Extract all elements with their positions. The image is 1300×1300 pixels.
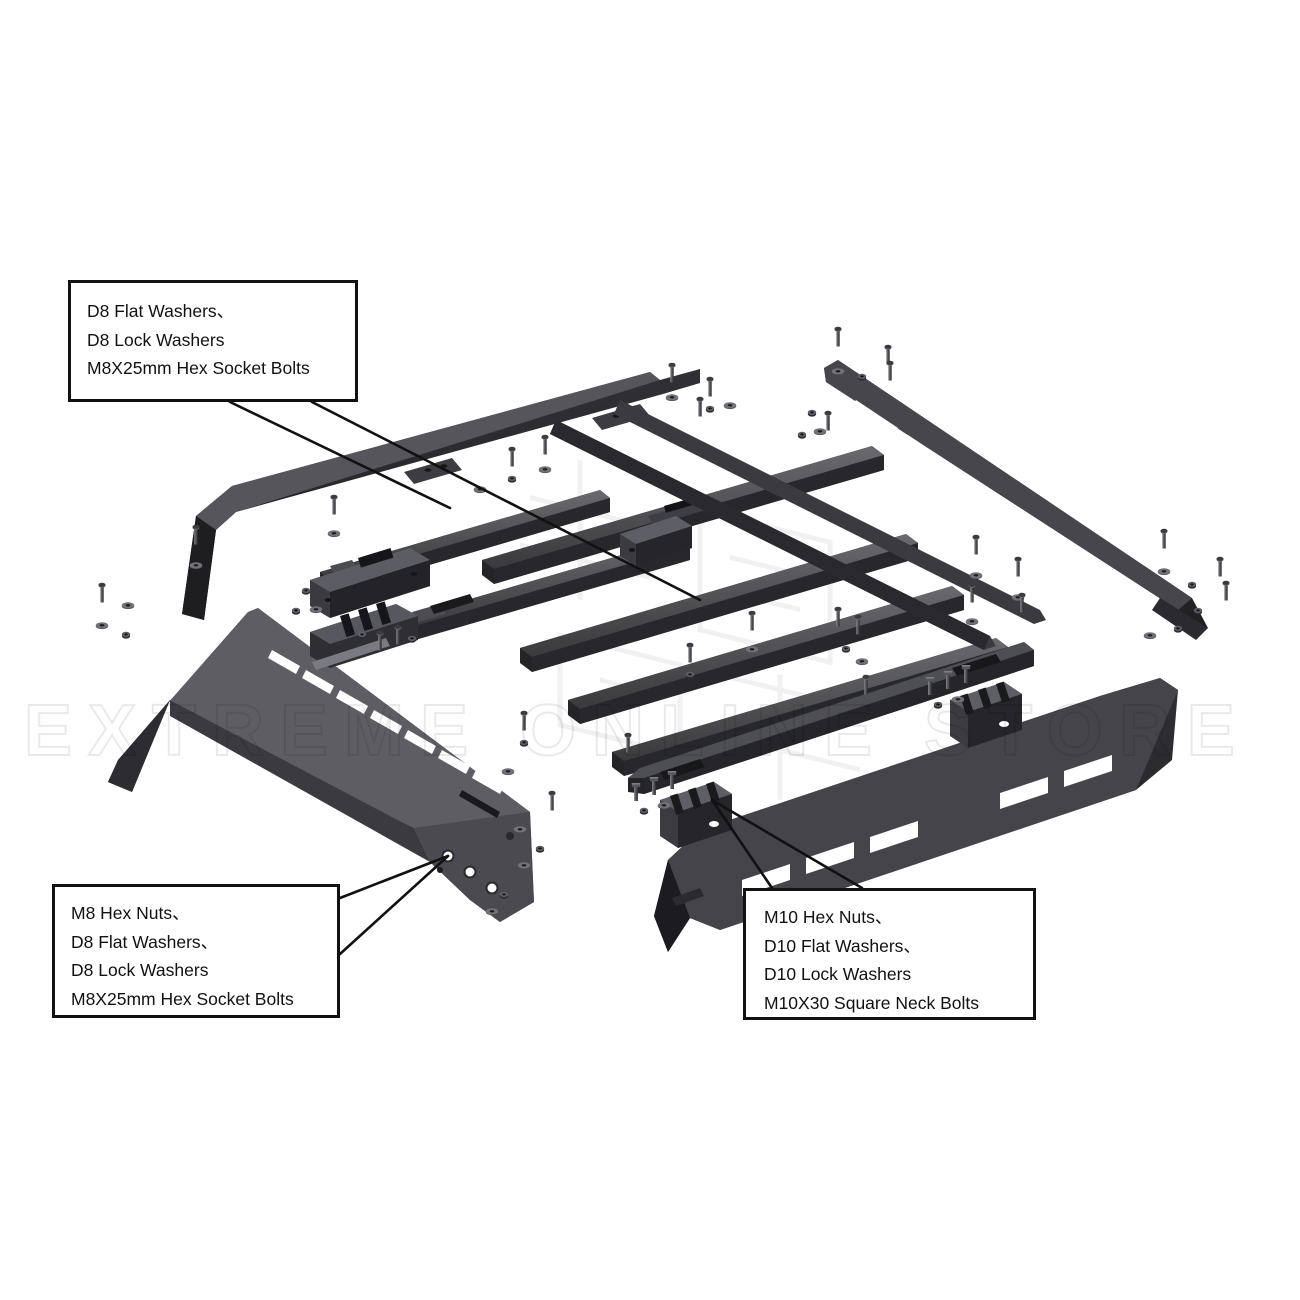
right-side-panel bbox=[654, 678, 1178, 952]
callout-line: D8 Flat Washers、 bbox=[87, 301, 235, 321]
leader-lines bbox=[228, 400, 864, 956]
left-side-panel bbox=[108, 608, 534, 922]
callout-line: D10 Flat Washers、 bbox=[764, 935, 921, 956]
callout-line: M8X25mm Hex Socket Bolts bbox=[87, 358, 310, 379]
longitudinal-rail bbox=[550, 420, 996, 650]
crossbar bbox=[568, 586, 964, 724]
m8-hardware-callout: M8 Hex Nuts、 D8 Flat Washers、 D8 Lock Wa… bbox=[52, 884, 340, 1018]
callout-line: M8X25mm Hex Socket Bolts bbox=[71, 989, 294, 1010]
m10-hardware-callout: M10 Hex Nuts、 D10 Flat Washers、 D10 Lock… bbox=[743, 888, 1036, 1020]
bed-mount-bracket bbox=[660, 681, 1022, 848]
right-upper-rail bbox=[824, 360, 1208, 640]
d8-hardware-callout: D8 Flat Washers、 D8 Lock Washers M8X25mm… bbox=[68, 280, 358, 402]
callout-line: D10 Lock Washers bbox=[764, 964, 912, 985]
crossbar bbox=[398, 538, 690, 642]
callout-line: D8 Flat Washers、 bbox=[71, 931, 219, 952]
callout-line: D8 Lock Washers bbox=[71, 960, 209, 981]
callout-line: D8 Lock Washers bbox=[87, 329, 225, 350]
callout-line: M8 Hex Nuts、 bbox=[71, 903, 190, 923]
callout-line: M10X30 Square Neck Bolts bbox=[764, 993, 979, 1014]
callout-line: M10 Hex Nuts、 bbox=[764, 907, 893, 927]
center-bracket-cluster bbox=[310, 516, 692, 670]
longitudinal-rail bbox=[614, 400, 1046, 624]
